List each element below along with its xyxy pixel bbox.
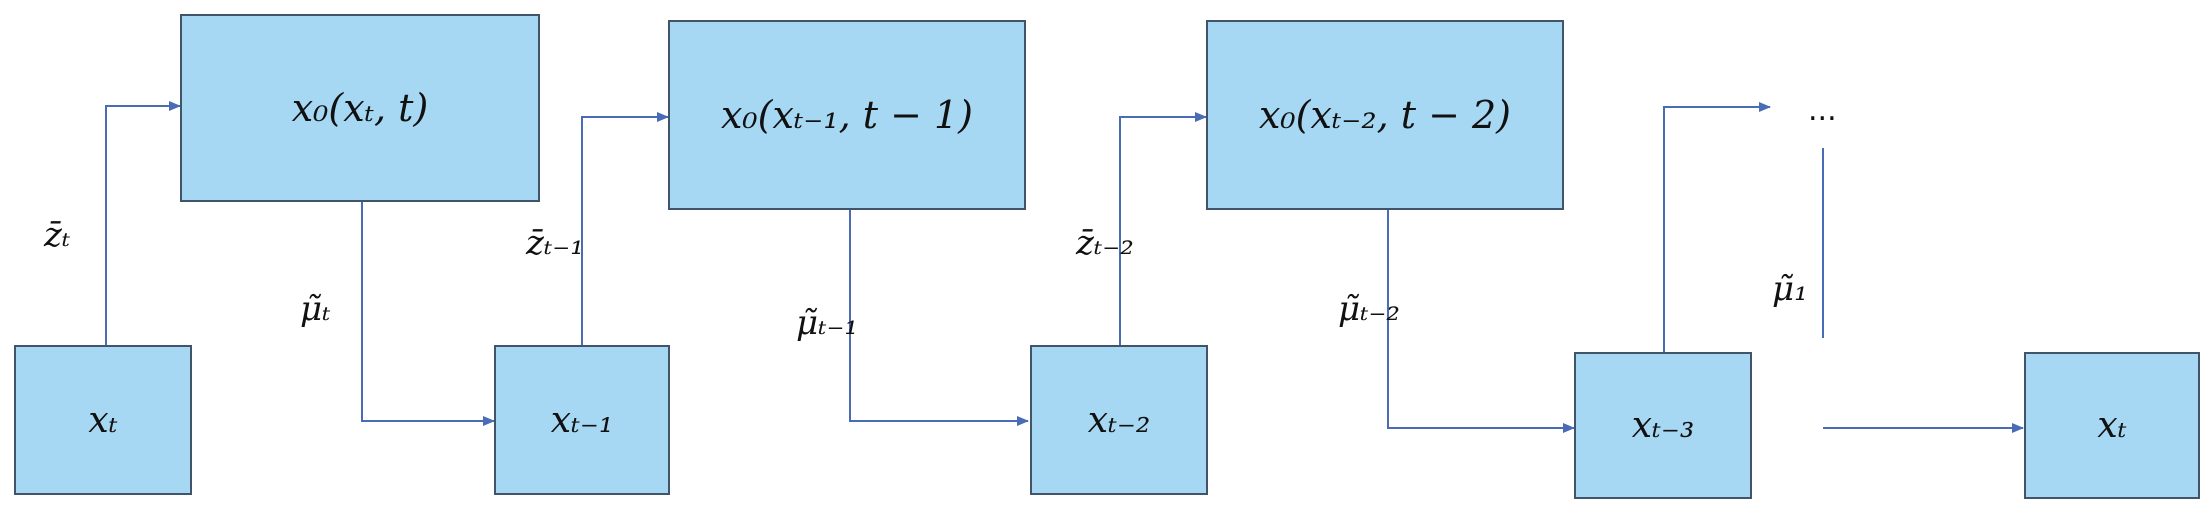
xt-minus-1-box: xₜ₋₁ — [494, 345, 670, 495]
xt-minus-3-box: xₜ₋₃ — [1574, 352, 1752, 499]
arrow-x0t-to-xt1 — [361, 202, 495, 426]
mu-tilde-t-label: μ̃ₜ — [300, 289, 331, 329]
x0-box-t-minus-1: x₀(xₜ₋₁, t − 1) — [668, 20, 1026, 210]
mu-tilde-t-minus-1-label: μ̃ₜ₋₁ — [796, 303, 859, 343]
z-bar-t-minus-2-label: z̄ₜ₋₂ — [1076, 223, 1134, 263]
z-bar-t-label: z̄ₜ — [44, 215, 71, 255]
x0-box-t: x₀(xₜ, t) — [180, 14, 540, 202]
xt-box: xₜ — [14, 345, 192, 495]
arrow-x0t1-to-xt2 — [849, 210, 1029, 426]
z-bar-t-minus-1-label: z̄ₜ₋₁ — [526, 223, 584, 263]
xt-final-box: xₜ — [2024, 352, 2200, 499]
arrow-xt3-to-ellipsis — [1663, 102, 1771, 352]
arrow-x0t2-to-xt3 — [1387, 210, 1575, 433]
xt-minus-2-box: xₜ₋₂ — [1030, 345, 1208, 495]
arrow-xt-to-x0 — [105, 101, 181, 345]
mu-tilde-1-label: μ̃₁ — [1772, 269, 1808, 309]
x0-box-t-minus-2: x₀(xₜ₋₂, t − 2) — [1206, 20, 1564, 210]
ellipsis: ... — [1808, 93, 1837, 128]
mu-tilde-t-minus-2-label: μ̃ₜ₋₂ — [1338, 289, 1401, 329]
arrow-xt2-to-x0t2 — [1119, 112, 1207, 345]
arrow-xt1-to-x0t1 — [581, 112, 669, 345]
